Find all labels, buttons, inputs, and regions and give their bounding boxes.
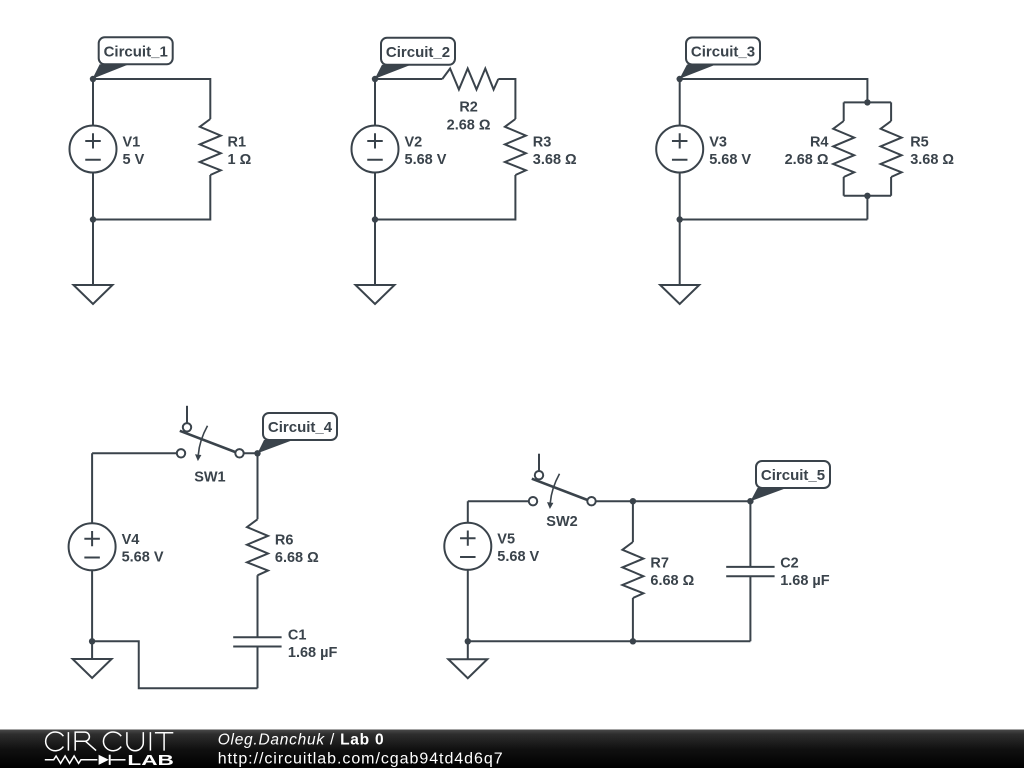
svg-text:SW2: SW2 [546, 514, 577, 530]
svg-text:2.68 Ω: 2.68 Ω [447, 118, 491, 134]
svg-text:V2: V2 [405, 134, 423, 150]
svg-text:Circuit_1: Circuit_1 [104, 43, 168, 60]
svg-text:V4: V4 [122, 532, 140, 548]
svg-text:V5: V5 [497, 532, 515, 548]
svg-text:R1: R1 [228, 134, 247, 150]
svg-text:V3: V3 [709, 134, 727, 150]
svg-text:5.68 V: 5.68 V [405, 152, 447, 168]
svg-text:Circuit_3: Circuit_3 [691, 44, 755, 61]
svg-text:Circuit_4: Circuit_4 [268, 419, 333, 436]
svg-text:5 V: 5 V [123, 152, 145, 168]
svg-text:2.68 Ω: 2.68 Ω [785, 152, 829, 168]
svg-text:Circuit_5: Circuit_5 [761, 467, 825, 484]
svg-text:1.68 µF: 1.68 µF [780, 573, 830, 589]
svg-text:R4: R4 [810, 134, 829, 150]
svg-text:V1: V1 [123, 134, 141, 150]
svg-text:5.68 V: 5.68 V [709, 152, 751, 168]
svg-text:6.68 Ω: 6.68 Ω [275, 550, 319, 566]
svg-text:C2: C2 [780, 555, 799, 571]
svg-text:Circuit_2: Circuit_2 [386, 44, 450, 61]
svg-text:R6: R6 [275, 533, 294, 549]
svg-text:R3: R3 [533, 134, 552, 150]
svg-text:LAB: LAB [127, 753, 173, 768]
svg-text:Oleg.Danchuk / Lab 0: Oleg.Danchuk / Lab 0 [218, 731, 385, 748]
svg-text:SW1: SW1 [194, 470, 225, 486]
svg-text:5.68 V: 5.68 V [122, 550, 164, 566]
svg-text:http://circuitlab.com/cgab94td: http://circuitlab.com/cgab94td4d6q7 [218, 751, 504, 768]
svg-text:1 Ω: 1 Ω [228, 152, 252, 168]
svg-text:5.68 V: 5.68 V [497, 549, 539, 565]
svg-text:3.68 Ω: 3.68 Ω [910, 152, 954, 168]
svg-text:3.68 Ω: 3.68 Ω [533, 152, 577, 168]
svg-text:R5: R5 [910, 134, 929, 150]
svg-text:R7: R7 [650, 555, 669, 571]
svg-text:6.68 Ω: 6.68 Ω [650, 573, 694, 589]
svg-text:1.68 µF: 1.68 µF [288, 645, 338, 661]
svg-text:C1: C1 [288, 627, 307, 643]
svg-text:R2: R2 [459, 100, 478, 116]
